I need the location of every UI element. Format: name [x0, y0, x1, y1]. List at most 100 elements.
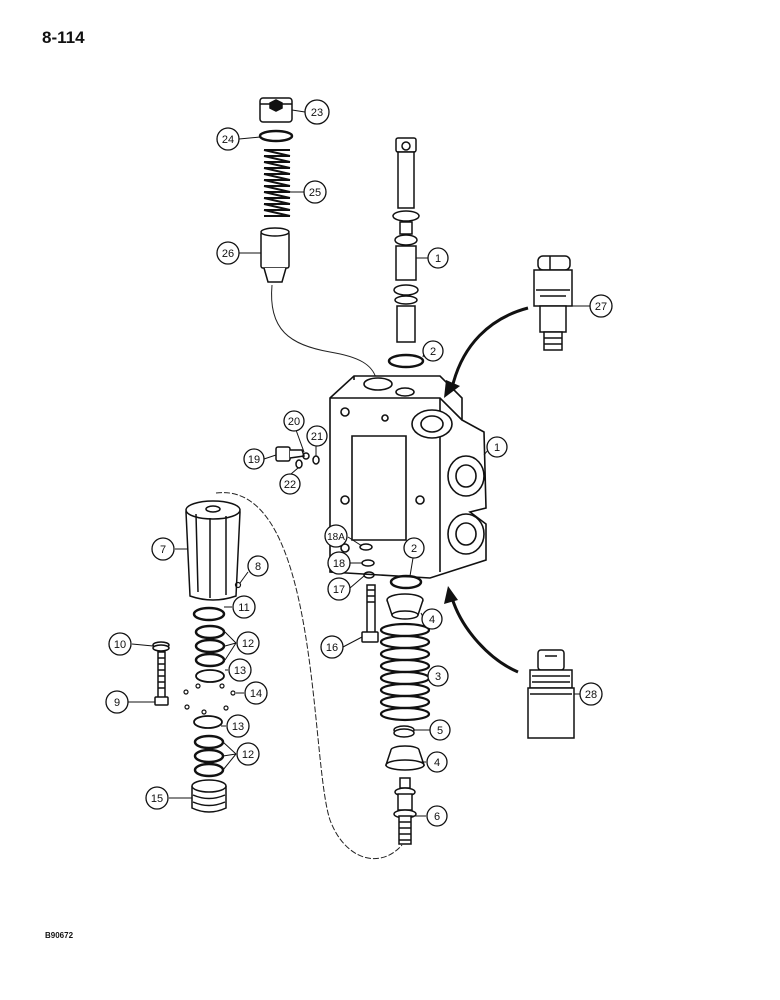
svg-text:27: 27 [595, 301, 607, 313]
bolt-9 [154, 651, 169, 706]
connector-curve-26-to-body [271, 284, 377, 379]
callout-20: 20 [283, 410, 305, 432]
callout-23: 23 [304, 99, 330, 125]
washer-11 [192, 606, 226, 622]
svg-text:24: 24 [222, 134, 234, 146]
callout-5: 5 [429, 719, 451, 741]
callout-27: 27 [589, 294, 613, 318]
leader-19 [263, 454, 277, 460]
callout-17: 17 [327, 577, 351, 601]
washers-12-upper [194, 624, 226, 668]
callout-13-lower: 13 [226, 714, 250, 738]
o-ring-24 [258, 129, 294, 143]
svg-text:15: 15 [151, 793, 163, 805]
callout-1-body: 1 [486, 436, 508, 458]
seal-17 [363, 571, 375, 579]
svg-text:3: 3 [435, 671, 441, 683]
callout-18a: 18A [324, 524, 348, 548]
callout-24: 24 [216, 127, 240, 151]
svg-text:20: 20 [288, 416, 300, 428]
arrow-28-to-body [444, 586, 519, 674]
svg-text:9: 9 [114, 697, 120, 709]
ball-20 [302, 452, 310, 460]
washer-13-upper [195, 669, 225, 683]
plug-15 [191, 779, 227, 813]
svg-text:17: 17 [333, 584, 345, 596]
spring-seat-4-lower [384, 745, 426, 771]
svg-text:14: 14 [250, 688, 262, 700]
svg-text:26: 26 [222, 248, 234, 260]
leader-12b [222, 741, 237, 771]
callout-4-upper: 4 [421, 608, 443, 630]
callout-11: 11 [232, 595, 256, 619]
leader-10 [131, 643, 154, 647]
spring-seat-4-upper [386, 593, 424, 620]
svg-text:16: 16 [326, 642, 338, 654]
callout-14: 14 [244, 681, 268, 705]
o-ring-22 [295, 459, 303, 469]
connector-curve-7-to-6 [215, 492, 403, 860]
svg-text:18A: 18A [327, 532, 345, 543]
svg-text:18: 18 [333, 558, 345, 570]
svg-text:4: 4 [429, 614, 435, 626]
leader-17 [349, 575, 365, 589]
relief-cartridge-27 [533, 255, 573, 351]
callout-25: 25 [303, 180, 327, 204]
svg-text:4: 4 [434, 757, 440, 769]
arrow-27-to-body [444, 306, 529, 398]
washer-5 [393, 725, 415, 738]
svg-text:5: 5 [437, 725, 443, 737]
svg-text:23: 23 [311, 107, 323, 119]
svg-text:10: 10 [114, 639, 126, 651]
spring-3 [379, 622, 431, 722]
ball-8 [234, 581, 242, 589]
callout-21: 21 [306, 425, 328, 447]
callout-9: 9 [105, 690, 129, 714]
callout-18: 18 [327, 551, 351, 575]
balls-14 [183, 683, 236, 715]
spring-25 [263, 149, 291, 217]
svg-text:22: 22 [284, 479, 296, 491]
svg-text:1: 1 [435, 253, 441, 265]
relief-cartridge-28 [527, 649, 575, 739]
callout-13-upper: 13 [228, 658, 252, 682]
svg-text:12: 12 [242, 749, 254, 761]
leader-8 [239, 571, 249, 584]
cap-7 [185, 500, 241, 601]
washers-12-lower [193, 734, 225, 778]
callout-6: 6 [426, 805, 448, 827]
callout-2-lower: 2 [403, 537, 425, 559]
leader-23 [291, 109, 306, 113]
o-ring-2-lower [389, 574, 423, 590]
leader-2-lower [409, 557, 414, 577]
svg-text:6: 6 [434, 811, 440, 823]
leader-20 [295, 429, 305, 453]
spool-1 [392, 137, 420, 343]
callout-2-upper: 2 [422, 340, 444, 362]
leader-22 [290, 467, 299, 475]
page-number: 8-114 [42, 28, 85, 47]
callout-1-spool: 1 [427, 247, 449, 269]
leader-12a [224, 631, 237, 661]
svg-text:7: 7 [160, 544, 166, 556]
svg-text:25: 25 [309, 187, 321, 199]
svg-text:28: 28 [585, 689, 597, 701]
callout-15: 15 [145, 786, 169, 810]
plug-19 [275, 446, 305, 462]
figure-code: B90672 [45, 931, 74, 940]
leader-24 [238, 136, 261, 140]
washer-10 [152, 641, 170, 652]
callout-22: 22 [279, 473, 301, 495]
svg-text:2: 2 [430, 346, 436, 358]
seal-18a [359, 543, 373, 551]
o-ring-2-upper [387, 353, 425, 369]
valve-body-1 [329, 375, 487, 579]
washer-13-lower [193, 715, 223, 729]
plug-23 [259, 97, 293, 123]
svg-text:21: 21 [311, 431, 323, 443]
callout-3: 3 [427, 665, 449, 687]
svg-text:13: 13 [232, 721, 244, 733]
svg-text:1: 1 [494, 442, 500, 454]
o-ring-21 [312, 455, 320, 465]
